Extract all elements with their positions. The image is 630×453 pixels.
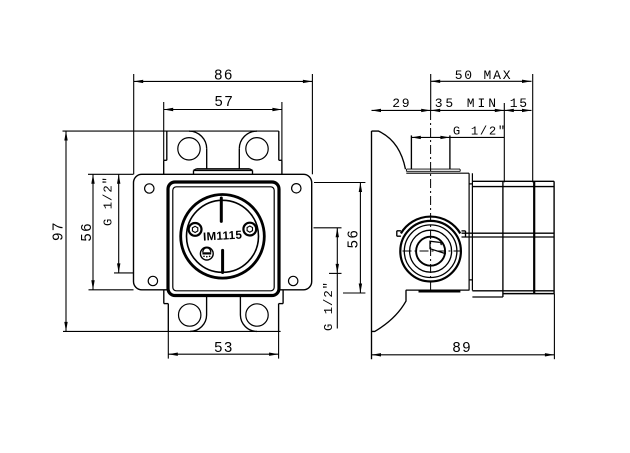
svg-text:89: 89 (453, 340, 473, 356)
svg-text:15: 15 (510, 96, 529, 111)
svg-text:IM1115: IM1115 (203, 229, 243, 244)
svg-text:56: 56 (79, 222, 95, 242)
svg-text:53: 53 (214, 340, 234, 356)
svg-text:50 MAX: 50 MAX (455, 68, 513, 83)
svg-text:97: 97 (50, 221, 66, 241)
svg-text:56: 56 (345, 229, 361, 249)
svg-text:29: 29 (392, 96, 411, 111)
svg-text:35 MIN: 35 MIN (435, 96, 499, 111)
svg-text:57: 57 (215, 94, 235, 110)
svg-text:G 1/2": G 1/2" (102, 176, 116, 226)
svg-text:G 1/2": G 1/2" (453, 124, 507, 138)
svg-text:86: 86 (214, 68, 234, 84)
svg-text:G 1/2": G 1/2" (322, 281, 336, 331)
